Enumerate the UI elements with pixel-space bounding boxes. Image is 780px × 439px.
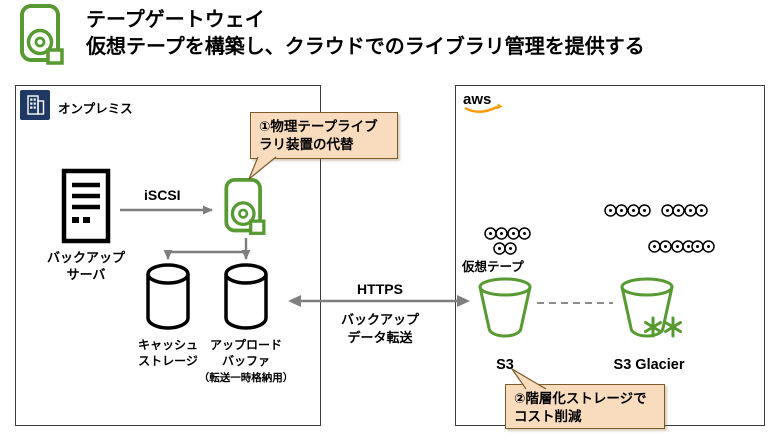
aws-logo-text: aws	[463, 91, 491, 108]
virtual-tape-icon	[507, 227, 531, 240]
backup-server-icon	[61, 168, 111, 244]
iscsi-label: iSCSI	[144, 187, 181, 203]
virtual-tape-label: 仮想テープ	[462, 260, 524, 274]
aws-smile	[464, 105, 498, 113]
page-subtitle: 仮想テープを構築し、クラウドでのライブラリ管理を提供する	[86, 36, 645, 58]
virtual-tape-icon	[493, 242, 517, 255]
virtual-tape-icon	[691, 240, 715, 253]
https-label: HTTPS	[357, 281, 403, 297]
tape-gateway-icon	[20, 4, 64, 65]
callout-physical-tape-replacement: ①物理テープライブ ラリ装置の代替	[250, 112, 398, 159]
aws-logo: aws	[463, 91, 503, 113]
virtual-tape-icon	[671, 240, 695, 253]
building-icon	[20, 90, 50, 120]
cache-storage-label: キャッシュ ストレージ	[137, 338, 198, 369]
onprem-label: オンプレミス	[58, 102, 133, 116]
virtual-tape-icon	[648, 240, 672, 253]
virtual-tape-icon	[684, 204, 708, 217]
s3-glacier-label: S3 Glacier	[613, 357, 685, 373]
header: テープゲートウェイ 仮想テープを構築し、クラウドでのライブラリ管理を提供する	[86, 7, 645, 61]
s3-bucket-icon	[478, 277, 532, 338]
callout-tiered-storage: ②階層化ストレージで コスト削減	[505, 384, 665, 429]
transfer-description: バックアップ データ転送	[340, 312, 419, 346]
tape-gateway-node-icon	[224, 178, 266, 235]
s3-label: S3	[496, 357, 514, 373]
glacier-snowflakes-icon	[644, 316, 682, 338]
virtual-tape-icon	[484, 227, 508, 240]
virtual-tape-icon	[661, 204, 685, 217]
upload-buffer-note: （転送一時格納用）	[198, 372, 294, 385]
virtual-tape-icon	[604, 204, 628, 217]
upload-buffer-labels: アップロード バッファ （転送一時格納用）	[191, 337, 301, 385]
s3-glacier-bucket-icon	[620, 277, 674, 338]
aws-cloud-box	[455, 85, 765, 426]
upload-buffer-label: アップロード バッファ	[209, 338, 282, 369]
upload-buffer-icon	[224, 263, 268, 330]
virtual-tape-icon	[627, 204, 651, 217]
page-title: テープゲートウェイ	[86, 9, 265, 31]
cache-storage-icon	[146, 263, 190, 330]
backup-server-label: バックアップ サーバ	[46, 250, 125, 282]
